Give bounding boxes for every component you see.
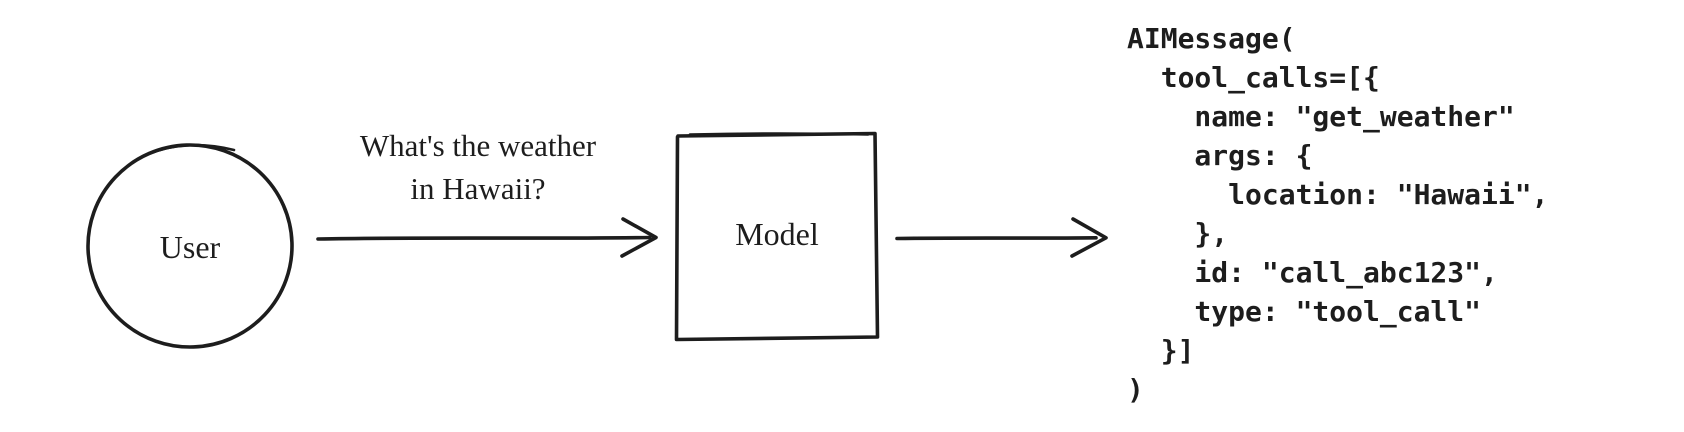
user-node-label: User <box>159 229 221 265</box>
user-query-line2: in Hawaii? <box>410 171 546 206</box>
request-arrow <box>316 217 658 258</box>
user-circle-shape <box>86 143 294 349</box>
user-query-line1: What's the weather <box>359 128 597 163</box>
ai-message-code-block: AIMessage( tool_calls=[{ name: "get_weat… <box>1127 22 1549 406</box>
user-query-label: What's the weather in Hawaii? <box>268 124 688 210</box>
response-arrow <box>895 217 1108 258</box>
model-box-shape <box>674 131 880 342</box>
model-node-label: Model <box>735 216 819 252</box>
